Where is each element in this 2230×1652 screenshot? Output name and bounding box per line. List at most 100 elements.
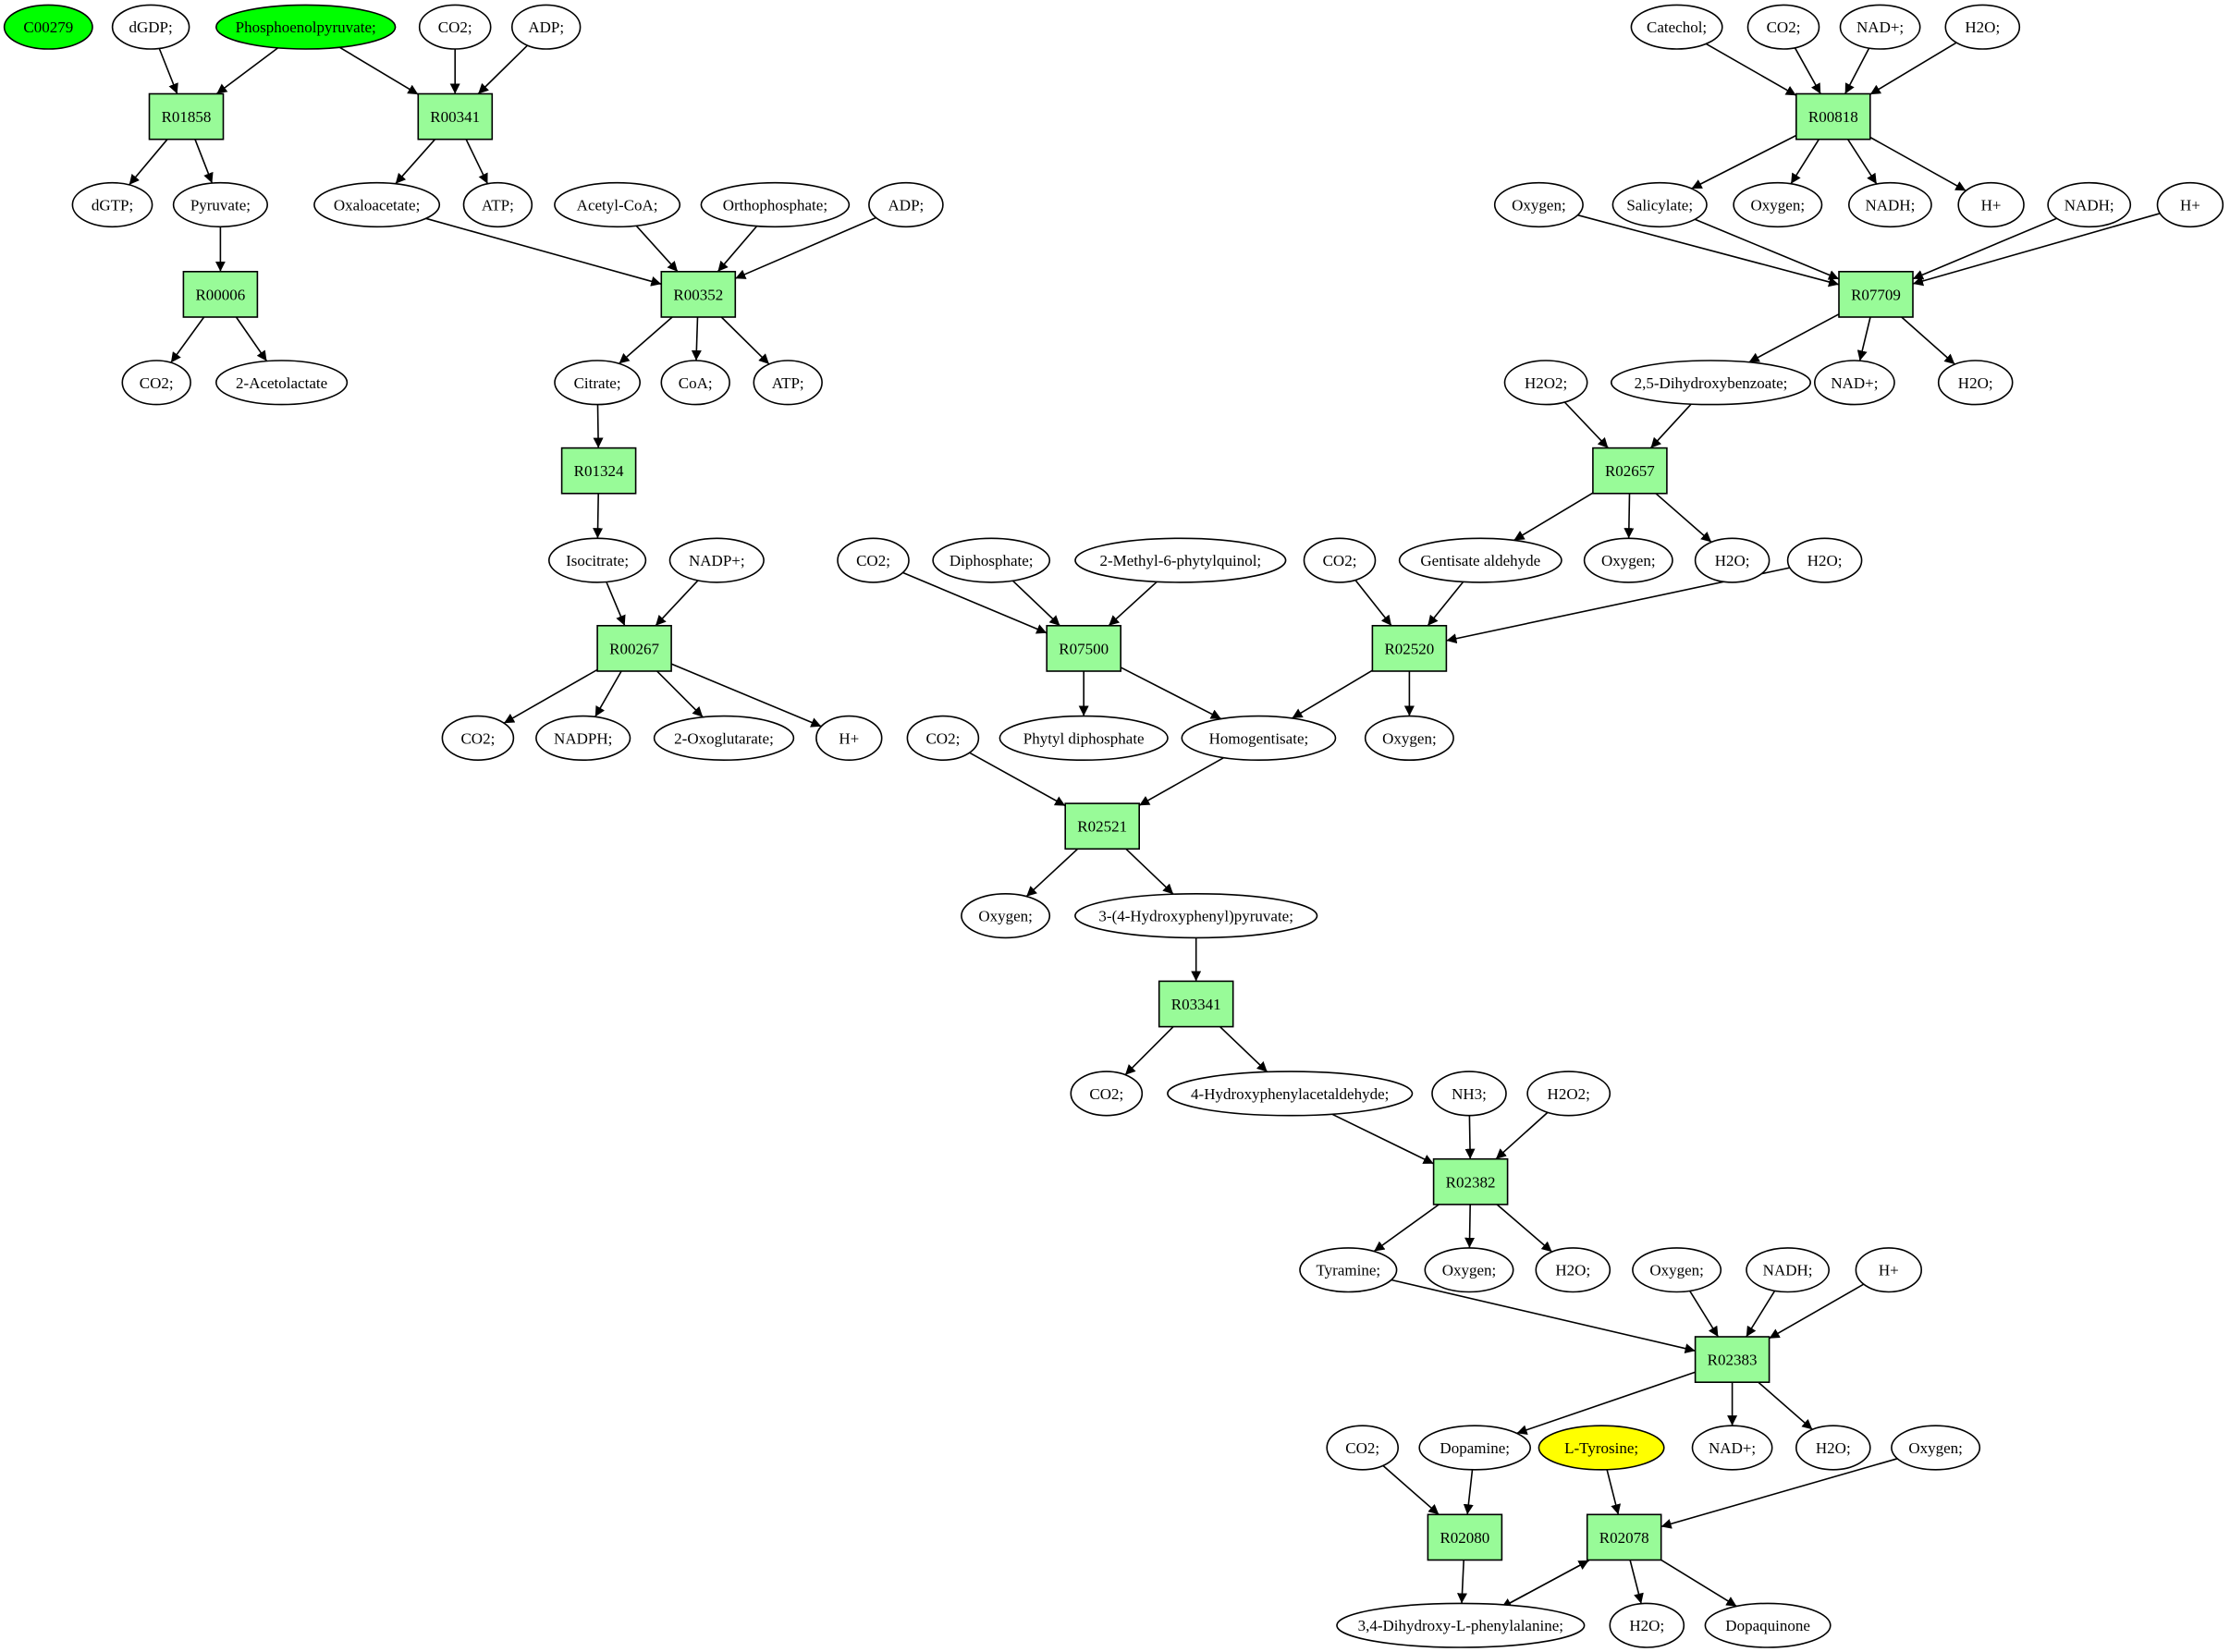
edge-ltyr-to-r02078 xyxy=(1606,1469,1622,1515)
reaction-node-r03341[interactable]: R03341 xyxy=(1158,980,1234,1028)
reaction-node-r07500[interactable]: R07500 xyxy=(1046,624,1121,672)
compound-node-ltyr[interactable]: L-Tyrosine; xyxy=(1538,1425,1665,1471)
compound-node-catechol[interactable]: Catechol; xyxy=(1630,4,1723,50)
compound-node-gentald[interactable]: Gentisate aldehyde xyxy=(1398,537,1562,583)
compound-node-pep[interactable]: Phosphoenolpyruvate; xyxy=(215,4,397,50)
compound-node-adpa[interactable]: ADP; xyxy=(510,4,582,50)
reaction-node-r02383[interactable]: R02383 xyxy=(1694,1336,1771,1384)
compound-node-oxye[interactable]: Oxygen; xyxy=(961,892,1051,939)
compound-node-oxyb[interactable]: Oxygen; xyxy=(1733,181,1823,228)
compound-node-hpb[interactable]: H+ xyxy=(1957,181,2025,228)
compound-node-h2og[interactable]: H2O; xyxy=(1609,1602,1685,1648)
compound-node-h2oc[interactable]: H2O; xyxy=(1694,537,1771,583)
compound-node-oxyf[interactable]: Oxygen; xyxy=(1424,1247,1514,1293)
reaction-node-r02520[interactable]: R02520 xyxy=(1371,624,1448,672)
compound-label: Oxygen; xyxy=(1442,1262,1497,1279)
reaction-node-r00267[interactable]: R00267 xyxy=(596,624,672,672)
compound-node-h2oa[interactable]: H2O; xyxy=(1944,4,2021,50)
reaction-node-r02382[interactable]: R02382 xyxy=(1432,1157,1509,1205)
reaction-node-r01858[interactable]: R01858 xyxy=(148,92,225,141)
compound-node-nadha[interactable]: NADH; xyxy=(1848,181,1932,228)
reaction-box xyxy=(1046,624,1121,672)
compound-node-oxya[interactable]: Oxygen; xyxy=(1493,181,1584,228)
compound-node-nadhb[interactable]: NADH; xyxy=(2047,181,2132,228)
compound-node-nadp[interactable]: NADP+; xyxy=(668,537,765,583)
compound-node-hpaa[interactable]: 4-Hydroxyphenylacetaldehyde; xyxy=(1167,1071,1414,1117)
compound-node-atpa[interactable]: ATP; xyxy=(462,181,533,228)
compound-label: CO2; xyxy=(1323,552,1357,569)
compound-node-isocitrate[interactable]: Isocitrate; xyxy=(547,537,647,583)
compound-node-h2o2b[interactable]: H2O2; xyxy=(1526,1071,1611,1117)
compound-node-co2c[interactable]: CO2; xyxy=(441,715,515,762)
reaction-node-r02078[interactable]: R02078 xyxy=(1586,1513,1662,1561)
compound-node-homog[interactable]: Homogentisate; xyxy=(1181,715,1337,762)
compound-node-c00279[interactable]: C00279 xyxy=(3,4,93,50)
compound-node-nadc[interactable]: NAD+; xyxy=(1691,1425,1773,1471)
compound-node-tyramine[interactable]: Tyramine; xyxy=(1299,1247,1398,1293)
reaction-node-r01324[interactable]: R01324 xyxy=(560,447,637,495)
reaction-node-r00341[interactable]: R00341 xyxy=(417,92,494,141)
compound-node-ldopa[interactable]: 3,4-Dihydroxy-L-phenylalanine; xyxy=(1336,1602,1586,1648)
compound-node-co2e[interactable]: CO2; xyxy=(837,537,910,583)
compound-node-coa[interactable]: CoA; xyxy=(660,360,730,406)
compound-node-dopaquinone[interactable]: Dopaquinone xyxy=(1704,1602,1832,1648)
compound-node-oxyh[interactable]: Oxygen; xyxy=(1891,1425,1981,1471)
compound-node-acetolactate[interactable]: 2-Acetolactate xyxy=(215,360,349,406)
compound-node-co2h[interactable]: CO2; xyxy=(1070,1071,1144,1117)
compound-node-ortho[interactable]: Orthophosphate; xyxy=(700,181,851,228)
compound-node-phytyl[interactable]: Phytyl diphosphate xyxy=(999,715,1169,762)
compound-node-hpd[interactable]: H+ xyxy=(1855,1247,1923,1293)
compound-node-co2d[interactable]: CO2; xyxy=(1746,4,1820,50)
compound-node-h2of[interactable]: H2O; xyxy=(1795,1425,1871,1471)
compound-label: NADPH; xyxy=(554,729,612,747)
compound-node-mpq[interactable]: 2-Methyl-6-phytylquinol; xyxy=(1074,537,1287,583)
compound-node-h2ob[interactable]: H2O; xyxy=(1937,360,2014,406)
compound-node-hpp[interactable]: 3-(4-Hydroxyphenyl)pyruvate; xyxy=(1074,892,1318,939)
compound-node-atpb[interactable]: ATP; xyxy=(753,360,823,406)
edges-layer xyxy=(129,42,2161,1609)
compound-ellipse xyxy=(172,181,268,228)
compound-node-nadhc[interactable]: NADH; xyxy=(1746,1247,1830,1293)
compound-node-dgtp[interactable]: dGTP; xyxy=(71,181,153,228)
reaction-node-r00006[interactable]: R00006 xyxy=(182,270,259,318)
compound-node-h2od[interactable]: H2O; xyxy=(1786,537,1863,583)
compound-label: Oxygen; xyxy=(1512,197,1566,214)
compound-node-co2f[interactable]: CO2; xyxy=(1303,537,1377,583)
compound-ellipse xyxy=(547,537,647,583)
compound-node-co2b[interactable]: CO2; xyxy=(121,360,191,406)
reaction-node-r07709[interactable]: R07709 xyxy=(1838,270,1914,318)
reaction-label: R01858 xyxy=(162,108,212,126)
compound-node-hpc[interactable]: H+ xyxy=(2156,181,2224,228)
compound-node-h2o2a[interactable]: H2O2; xyxy=(1503,360,1588,406)
compound-node-dopamine[interactable]: Dopamine; xyxy=(1418,1425,1531,1471)
compound-node-acoa[interactable]: Acetyl-CoA; xyxy=(554,181,681,228)
reaction-node-r02521[interactable]: R02521 xyxy=(1064,802,1140,850)
compound-node-nada[interactable]: NAD+; xyxy=(1839,4,1921,50)
compound-node-co2a[interactable]: CO2; xyxy=(418,4,492,50)
edge-tyramine-to-r02383 xyxy=(1391,1279,1696,1354)
compound-node-oxyd[interactable]: Oxygen; xyxy=(1364,715,1454,762)
compound-node-salicylate[interactable]: Salicylate; xyxy=(1611,181,1708,228)
compound-node-oaa[interactable]: Oxaloacetate; xyxy=(313,181,441,228)
compound-node-hpa[interactable]: H+ xyxy=(815,715,883,762)
reaction-node-r00352[interactable]: R00352 xyxy=(660,270,737,318)
compound-node-adpb[interactable]: ADP; xyxy=(868,181,944,228)
compound-node-dgdp[interactable]: dGDP; xyxy=(111,4,190,50)
reaction-node-r00818[interactable]: R00818 xyxy=(1795,92,1871,141)
compound-node-oxoglut[interactable]: 2-Oxoglutarate; xyxy=(653,715,795,762)
compound-node-co2g[interactable]: CO2; xyxy=(906,715,980,762)
compound-node-dhb[interactable]: 2,5-Dihydroxybenzoate; xyxy=(1611,360,1812,406)
compound-node-nadb[interactable]: NAD+; xyxy=(1814,360,1895,406)
compound-node-co2i[interactable]: CO2; xyxy=(1326,1425,1399,1471)
reaction-node-r02657[interactable]: R02657 xyxy=(1592,447,1668,495)
compound-node-pyruvate[interactable]: Pyruvate; xyxy=(172,181,268,228)
compound-node-h2oe[interactable]: H2O; xyxy=(1535,1247,1611,1293)
compound-node-citrate[interactable]: Citrate; xyxy=(554,360,641,406)
compound-node-oxyg[interactable]: Oxygen; xyxy=(1632,1247,1722,1293)
compound-label: Dopaquinone xyxy=(1725,1617,1810,1634)
compound-node-diphos[interactable]: Diphosphate; xyxy=(932,537,1051,583)
compound-node-nadph[interactable]: NADPH; xyxy=(535,715,631,762)
reaction-node-r02080[interactable]: R02080 xyxy=(1427,1513,1503,1561)
compound-node-nh3[interactable]: NH3; xyxy=(1431,1071,1507,1117)
compound-node-oxyc[interactable]: Oxygen; xyxy=(1583,537,1673,583)
